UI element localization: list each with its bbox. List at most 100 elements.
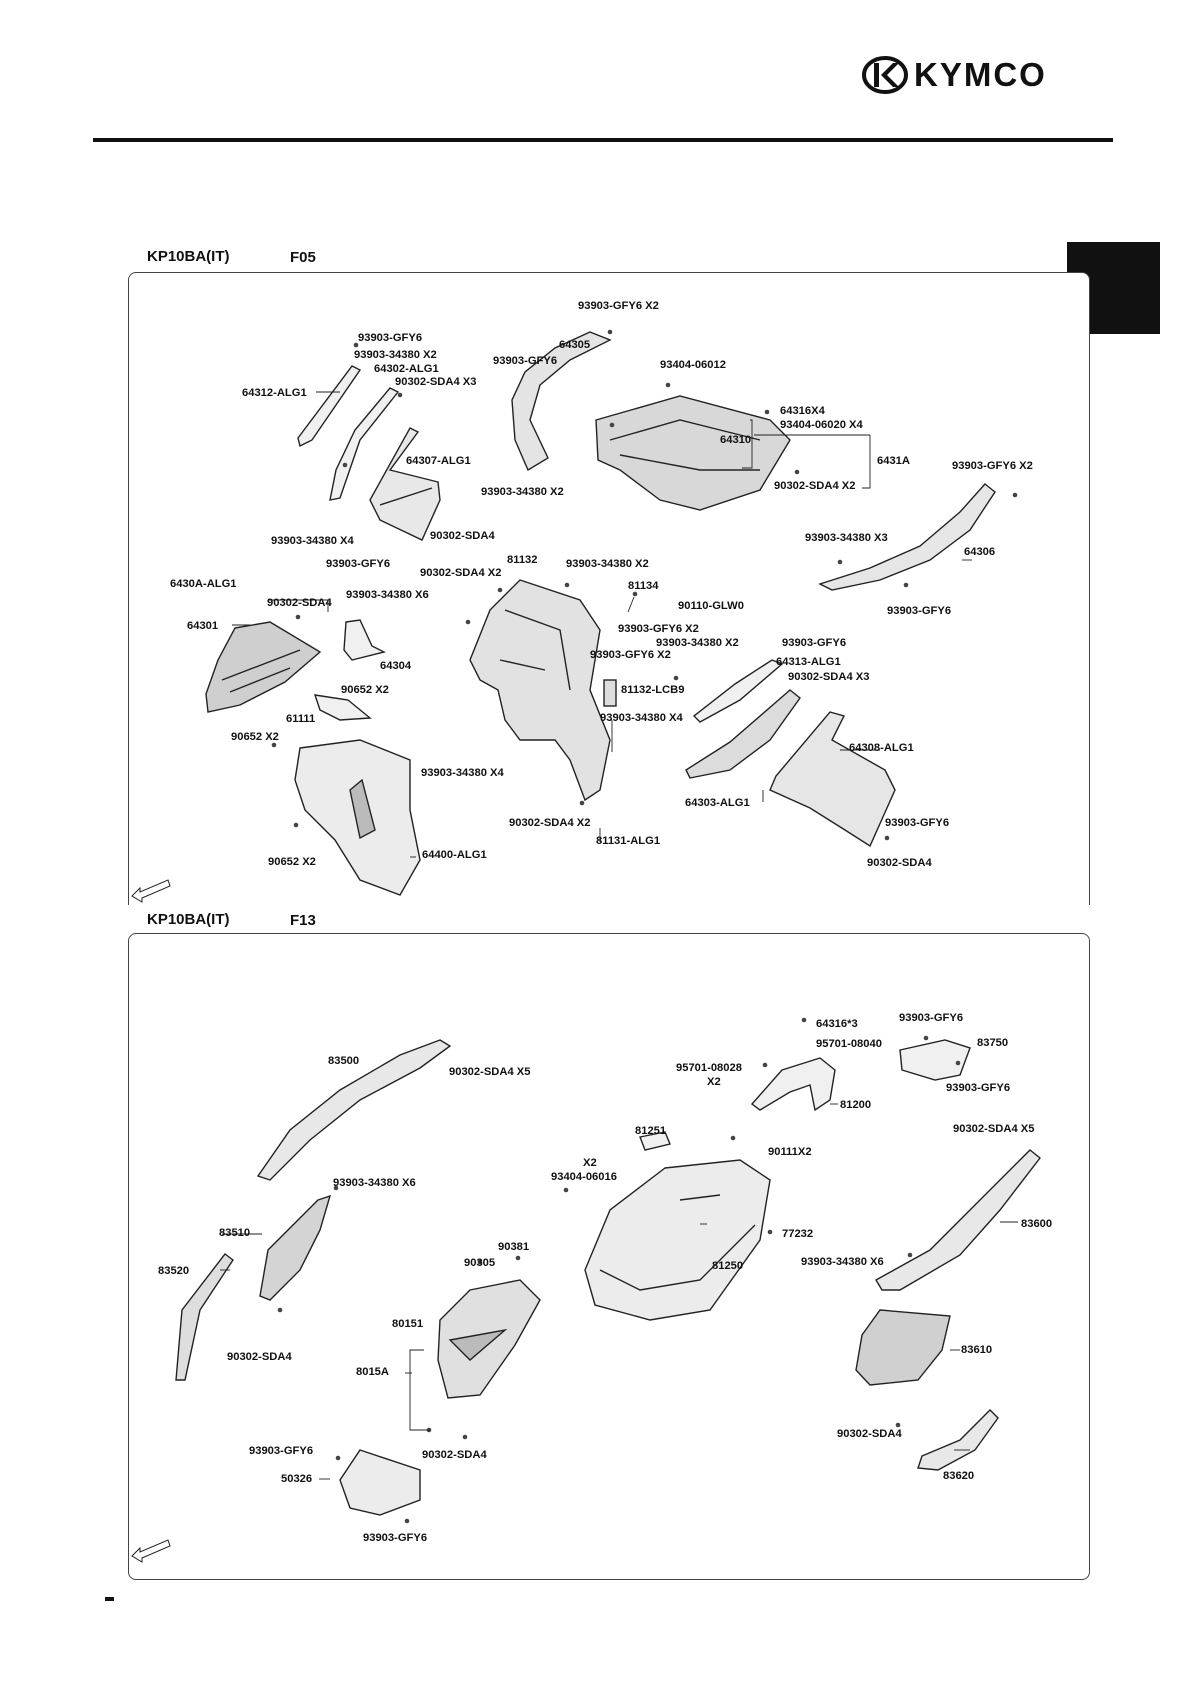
callout-93903-gfy6-b: 93903-GFY6: [493, 355, 558, 367]
part-83520: [175, 1253, 234, 1381]
callout-81250: 81250: [712, 1260, 744, 1272]
part-64313: [692, 659, 784, 723]
callout-93404-06016: 93404-06016: [551, 1171, 617, 1183]
callout-93903-34380-x2-d: 93903-34380 X2: [656, 637, 739, 649]
callout-64312-alg1: 64312-ALG1: [242, 387, 307, 399]
callout-90302-sda4-c: 90302-SDA4: [867, 857, 932, 869]
callout-83600: 83600: [1021, 1218, 1053, 1230]
part-83750: [899, 1039, 971, 1081]
callout-f13-93903-gfy6-b: 93903-GFY6: [946, 1082, 1011, 1094]
part-83610: [855, 1309, 951, 1386]
callout-93903-gfy6-x2-d: 93903-GFY6 X2: [590, 649, 671, 661]
part-81200: [750, 1057, 836, 1112]
callout-f13-93903-gfy6-c: 93903-GFY6: [249, 1445, 314, 1457]
callout-64306: 64306: [964, 546, 996, 558]
callout-64316x4: 64316X4: [780, 405, 825, 417]
part-64306: [818, 483, 996, 591]
callout-93903-34380-x6: 93903-34380 X6: [346, 589, 429, 601]
callout-64305: 64305: [559, 339, 591, 351]
callout-93404-06020-x4: 93404-06020 X4: [780, 419, 863, 431]
callout-f13-90302-sda4: 90302-SDA4: [227, 1351, 292, 1363]
part-81132-lcb9: [603, 679, 617, 707]
callout-81134: 81134: [628, 580, 659, 592]
callout-90302-sda4-x2-b: 90302-SDA4 X2: [420, 567, 502, 579]
callout-90652-x2: 90652 X2: [341, 684, 389, 696]
callout-64313-alg1: 64313-ALG1: [776, 656, 841, 668]
part-50326: [339, 1449, 421, 1516]
part-81251: [639, 1131, 671, 1151]
callout-64302-alg1: 64302-ALG1: [374, 363, 439, 375]
page-footer-mark: [105, 1597, 114, 1601]
callout-83500: 83500: [328, 1055, 360, 1067]
part-inner-shield: [469, 579, 611, 802]
callout-93903-34380-x2: 93903-34380 X2: [354, 349, 437, 361]
callout-90302-sda4-x3: 90302-SDA4 X3: [395, 376, 477, 388]
callout-90302-sda4-x3-b: 90302-SDA4 X3: [788, 671, 870, 683]
callout-f13-93903-gfy6-d: 93903-GFY6: [363, 1532, 428, 1544]
part-64304: [343, 619, 387, 661]
section-1-model: KP10BA(IT): [147, 248, 230, 265]
callout-93903-gfy6-d: 93903-GFY6: [887, 605, 952, 617]
callout-90652-x2-c: 90652 X2: [268, 856, 316, 868]
callout-93903-34380-x4: 93903-34380 X4: [271, 535, 354, 547]
callout-f13-90302-sda4-c: 90302-SDA4: [422, 1449, 487, 1461]
callout-64308-alg1: 64308-ALG1: [849, 742, 914, 754]
part-83500: [256, 1039, 452, 1181]
callout-f13-93903-34380-x6: 93903-34380 X6: [333, 1177, 416, 1189]
part-64307: [369, 427, 441, 541]
part-83510: [259, 1194, 332, 1301]
part-6431A: [595, 395, 791, 511]
part-64301: [205, 621, 322, 713]
callout-81131-alg1: 81131-ALG1: [596, 835, 661, 847]
callout-95701-08040: 95701-08040: [816, 1038, 882, 1050]
callout-93903-34380-x2-c: 93903-34380 X2: [566, 558, 649, 570]
part-81250: [584, 1159, 771, 1321]
callout-64307-alg1: 64307-ALG1: [406, 455, 471, 467]
kymco-logo: KYMCO: [862, 55, 1047, 95]
callout-90305: 90305: [464, 1257, 496, 1269]
part-83620: [917, 1409, 999, 1471]
callout-95701-08028: 95701-08028: [676, 1062, 742, 1074]
part-64308: [769, 711, 896, 848]
callout-90302-sda4: 90302-SDA4: [430, 530, 495, 542]
callout-64310: 64310: [720, 434, 752, 446]
callout-80151: 80151: [392, 1318, 424, 1330]
callout-93903-gfy6-c: 93903-GFY6: [326, 558, 391, 570]
section-2-ref: F13: [290, 912, 316, 929]
section-2-model: KP10BA(IT): [147, 911, 230, 928]
callout-93903-gfy6-x2-b: 93903-GFY6 X2: [952, 460, 1033, 472]
header-rule: [93, 138, 1113, 142]
callout-f13-93903-gfy6: 93903-GFY6: [899, 1012, 964, 1024]
callout-93903-gfy6-x2: 93903-GFY6 X2: [578, 300, 659, 312]
part-61111: [313, 694, 372, 721]
callout-93903-34380-x2-b: 93903-34380 X2: [481, 486, 564, 498]
callout-93404-06016-qty: X2: [583, 1157, 597, 1169]
callout-6430a-alg1: 6430A-ALG1: [170, 578, 237, 590]
callout-81132: 81132: [507, 554, 538, 566]
kymco-emblem-icon: [862, 56, 908, 94]
front-arrow-f13: [131, 1539, 171, 1563]
callout-90302-sda4-b: 90302-SDA4: [267, 597, 332, 609]
callout-93903-gfy6-f: 93903-GFY6: [885, 817, 950, 829]
callout-93404-06012: 93404-06012: [660, 359, 726, 371]
callout-81132-lcb9: 81132-LCB9: [621, 684, 685, 696]
callout-90111x2: 90111X2: [768, 1146, 812, 1158]
diagram-panel-f05: [128, 272, 1090, 905]
callout-50326: 50326: [281, 1473, 313, 1485]
callout-83750: 83750: [977, 1037, 1009, 1049]
callout-95701-08028-qty: X2: [707, 1076, 721, 1088]
callout-93903-gfy6-x2-c: 93903-GFY6 X2: [618, 623, 699, 635]
callout-77232: 77232: [782, 1228, 814, 1240]
front-arrow-f05: [131, 879, 171, 903]
part-64303: [685, 689, 801, 779]
callout-83620: 83620: [943, 1470, 975, 1482]
callout-90652-x2-b: 90652 X2: [231, 731, 279, 743]
callout-81200: 81200: [840, 1099, 872, 1111]
callout-f13-90302-sda4-x5: 90302-SDA4 X5: [449, 1066, 531, 1078]
brand-name: KYMCO: [914, 56, 1047, 93]
part-64302: [329, 387, 400, 501]
callout-83610: 83610: [961, 1344, 993, 1356]
part-64305: [511, 331, 612, 472]
callout-90302-sda4-x2: 90302-SDA4 X2: [774, 480, 856, 492]
callout-61111: 61111: [286, 713, 316, 725]
